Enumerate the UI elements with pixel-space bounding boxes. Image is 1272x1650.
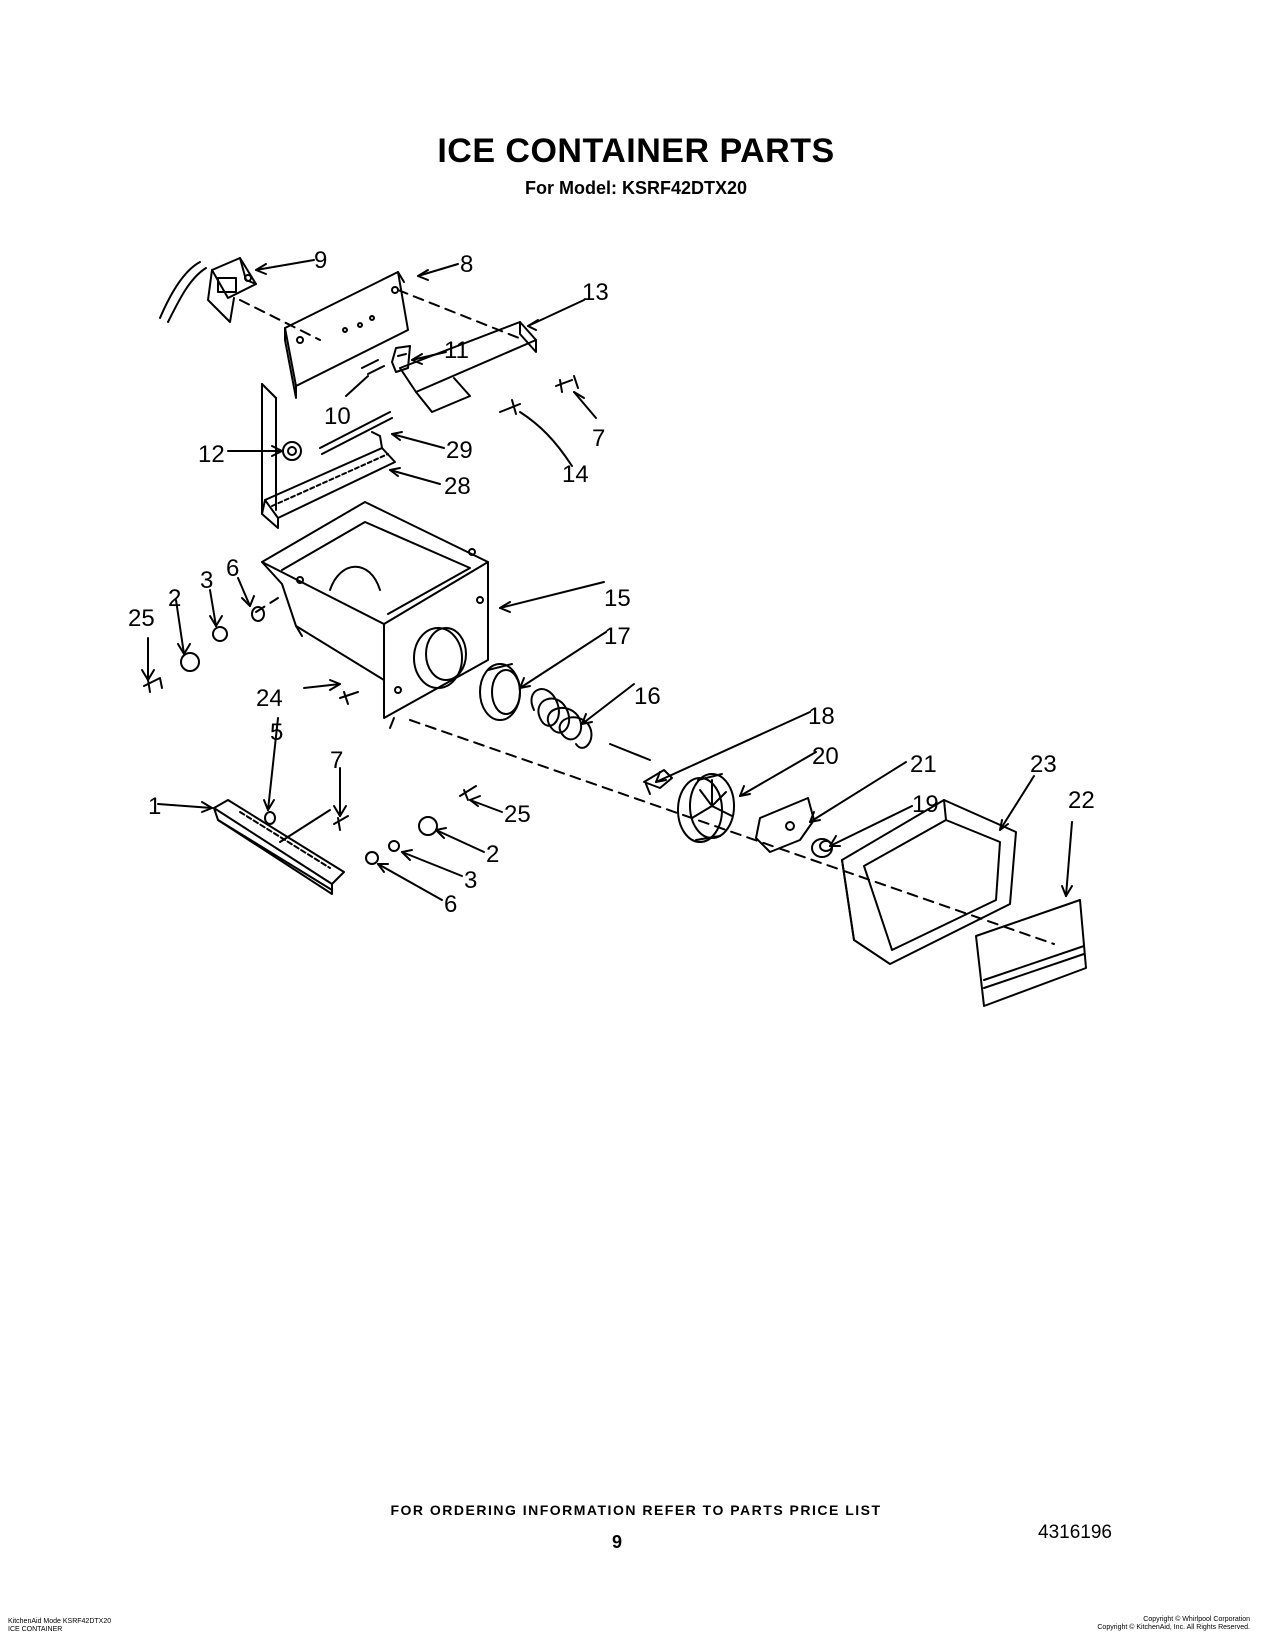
- part-16-spring: [530, 688, 651, 761]
- callout-18: 18: [808, 703, 835, 730]
- page-number: 9: [612, 1532, 623, 1552]
- assembly-guide-lines: [239, 289, 1055, 945]
- callout-19: 19: [912, 791, 939, 818]
- part-7-screw-upper: [555, 375, 579, 393]
- part-13-bracket: [399, 321, 537, 413]
- part-21-cam: [755, 797, 815, 853]
- callout-17: 17: [604, 623, 631, 650]
- callout-10: 10: [324, 403, 351, 430]
- callout-25-left: 25: [128, 605, 155, 632]
- part-19-bushing: [811, 838, 833, 858]
- callout-6-lower: 6: [444, 891, 457, 918]
- callout-25-lower: 25: [504, 801, 531, 828]
- callout-7-lower: 7: [330, 747, 343, 774]
- ordering-note: FOR ORDERING INFORMATION REFER TO PARTS …: [390, 1502, 882, 1518]
- copyright-line-2: Copyright © KitchenAid, Inc. All Rights …: [1097, 1624, 1250, 1631]
- part-12-nut: [282, 441, 302, 461]
- callout-5: 5: [270, 719, 283, 746]
- copyright-line-1: Copyright © Whirlpool Corporation: [1143, 1616, 1250, 1623]
- callout-3-lower: 3: [464, 867, 477, 894]
- callout-3-left: 3: [200, 567, 213, 594]
- callout-12: 12: [198, 441, 225, 468]
- ice-bin-frame: [261, 383, 277, 515]
- callout-9: 9: [314, 247, 327, 274]
- corner-copyright: Copyright © Whirlpool Corporation Copyri…: [990, 1616, 1250, 1632]
- callout-1: 1: [148, 793, 161, 820]
- callout-8: 8: [460, 251, 473, 278]
- callout-6-left: 6: [226, 555, 239, 582]
- callout-11: 11: [444, 337, 469, 364]
- document-number: 4316196: [1038, 1522, 1112, 1543]
- part-29-rod: [319, 411, 393, 455]
- corner-model-line: KitchenAid Mode KSRF42DTX20: [8, 1618, 112, 1625]
- hardware-left-group: [143, 606, 359, 705]
- corner-section-line: ICE CONTAINER: [8, 1626, 63, 1633]
- leader-lines: [141, 259, 1073, 901]
- part-20-wheel: [677, 773, 735, 843]
- part-15-ice-container: [261, 501, 489, 719]
- hardware-lower-group: [264, 785, 477, 865]
- callout-22: 22: [1068, 787, 1095, 814]
- callout-29: 29: [446, 437, 473, 464]
- callout-2-left: 2: [168, 585, 181, 612]
- part-8-mounting-plate: [284, 271, 409, 399]
- callout-24: 24: [256, 685, 283, 712]
- part-1-shelf-bar: [213, 799, 345, 895]
- part-28-auger-bar: [261, 431, 396, 529]
- page-title: ICE CONTAINER PARTS: [437, 132, 835, 170]
- callout-23: 23: [1030, 751, 1057, 778]
- part-18-bracket: [643, 769, 673, 795]
- part-11-clip: [391, 345, 411, 373]
- callout-21: 21: [910, 751, 937, 778]
- callout-16: 16: [634, 683, 661, 710]
- callout-20: 20: [812, 743, 839, 770]
- corner-model-note: KitchenAid Mode KSRF42DTX20 ICE CONTAINE…: [8, 1618, 111, 1634]
- part-10-screw: [361, 359, 385, 375]
- callout-15: 15: [604, 585, 631, 612]
- part-22-front-panel: [975, 899, 1087, 1007]
- part-23-front-cover: [841, 799, 1017, 965]
- callout-28: 28: [444, 473, 471, 500]
- callout-13: 13: [582, 279, 609, 306]
- callout-7-upper: 7: [592, 425, 605, 452]
- part-17-bearing: [479, 663, 521, 721]
- model-subtitle: For Model: KSRF42DTX20: [524, 178, 748, 198]
- callout-14: 14: [562, 461, 589, 488]
- part-14-screw: [499, 399, 521, 415]
- part-9-motor: [159, 257, 257, 323]
- callout-2-lower: 2: [486, 841, 499, 868]
